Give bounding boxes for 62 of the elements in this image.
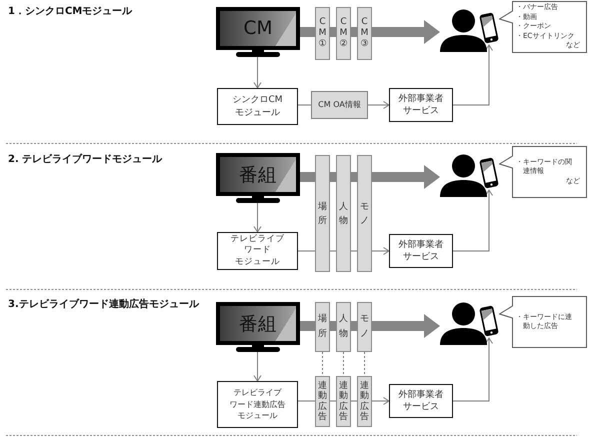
thick-band: [300, 27, 315, 37]
thick-band: [351, 27, 357, 37]
vertical-tag: 場所: [315, 155, 330, 272]
process-box: 外部事業者サービス: [389, 384, 453, 418]
smartphone-icon: [478, 11, 500, 45]
thick-band: [330, 172, 336, 182]
connector-line: [298, 250, 316, 252]
arrow: [452, 190, 493, 252]
connector-line: [330, 400, 336, 402]
tv-screen: 番組: [216, 153, 300, 196]
vertical-tag: CM②: [336, 7, 351, 60]
connector-line: [330, 250, 336, 252]
arrow: [254, 56, 262, 88]
info-box: CM OA情報: [311, 91, 368, 119]
process-box: テレビライブワード連動広告モジュール: [217, 381, 298, 428]
thick-band: [351, 321, 357, 331]
person-icon: [440, 9, 487, 52]
dotted-line: [343, 352, 344, 376]
process-box: 外部事業者サービス: [389, 234, 453, 268]
section-heading: 1．シンクロCMモジュール: [8, 5, 132, 18]
arrow: [372, 397, 390, 405]
smartphone-icon: [478, 304, 500, 338]
process-box: テレビライブワードモジュール: [217, 232, 298, 270]
thick-band: [330, 27, 336, 37]
vertical-tag: 人物: [336, 155, 351, 272]
vertical-tag: CM③: [357, 7, 372, 60]
connector-line: [350, 250, 358, 252]
arrow: [452, 338, 493, 402]
dotted-line: [364, 352, 365, 376]
vertical-tag: 場所: [315, 302, 330, 352]
connector-line: [350, 400, 358, 402]
thick-arrow: [372, 20, 440, 44]
thick-band: [351, 172, 357, 182]
person-icon: [440, 154, 487, 197]
connector-line: [298, 400, 316, 402]
thick-arrow: [372, 165, 440, 189]
thick-band: [300, 321, 315, 331]
vertical-tag: 連動広告: [315, 376, 330, 427]
arrow: [254, 202, 262, 232]
dotted-line: [322, 352, 323, 376]
vertical-tag: 連動広告: [357, 376, 372, 427]
vertical-tag: モノ: [357, 155, 372, 272]
tv-screen: 番組: [216, 302, 300, 345]
vertical-tag: CM①: [315, 7, 330, 60]
tv-screen: CM: [216, 7, 300, 50]
process-box: 外部事業者サービス: [389, 88, 453, 122]
arrow: [368, 101, 390, 109]
thick-band: [330, 321, 336, 331]
vertical-tag: 人物: [336, 302, 351, 352]
vertical-tag: 連動広告: [336, 376, 351, 427]
arrow: [254, 352, 262, 382]
thick-band: [300, 172, 315, 182]
person-icon: [440, 302, 487, 345]
vertical-tag: モノ: [357, 302, 372, 352]
arrow: [452, 44, 493, 106]
thick-arrow: [372, 314, 440, 338]
process-box: シンクロCMモジュール: [217, 88, 298, 125]
connector-line: [298, 104, 312, 106]
arrow: [372, 247, 390, 255]
section-heading: 2. テレビライブワードモジュール: [8, 153, 162, 166]
smartphone-icon: [478, 156, 500, 190]
section-heading: 3.テレビライブワード連動広告モジュール: [8, 298, 199, 311]
